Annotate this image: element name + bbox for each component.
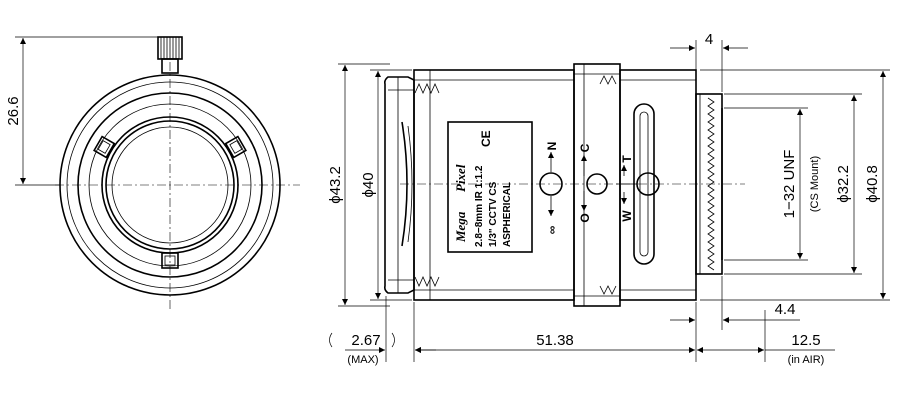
label-spec-1: 2.8−8mm IR 1:1.2 xyxy=(474,165,485,247)
dim-26-6-label: 26.6 xyxy=(5,96,22,125)
front-tab-bottom xyxy=(161,252,179,269)
dim-4-label: 4 xyxy=(705,31,713,48)
dim-12-5-note: (in AIR) xyxy=(788,354,825,366)
dim-unf-label: 1−32 UNF xyxy=(781,150,798,219)
side-view: Mega Pixel 2.8−8mm IR 1:1.2 1/3" CCTV CS… xyxy=(327,31,890,366)
mark-focus-near: N xyxy=(545,142,559,151)
mark-zoom-tele: T xyxy=(620,155,634,163)
dim-unf-note: (CS Mount) xyxy=(809,156,821,212)
zoom-barrel: T W xyxy=(616,69,697,301)
iris-knob xyxy=(586,173,608,195)
front-ring-3 xyxy=(77,92,263,278)
knurl-top xyxy=(414,83,440,94)
front-tab-right xyxy=(224,135,247,159)
dim-2-67-note: (MAX) xyxy=(347,354,378,366)
dim-2-67-paren-close xyxy=(391,332,395,348)
iris-knurl-top xyxy=(599,75,617,85)
barrel-groove xyxy=(401,121,408,247)
front-tab-left xyxy=(93,135,116,159)
label-spec-2: 1/3" CCTV CS xyxy=(488,181,499,247)
front-ring-2 xyxy=(66,81,274,289)
dim-32-2-label: ϕ32.2 xyxy=(835,165,852,203)
label-ce-mark: CE xyxy=(479,130,493,147)
front-ring-4 xyxy=(88,103,252,267)
mark-iris-open: O xyxy=(578,213,592,222)
dim-4-4-label: 4.4 xyxy=(775,301,796,318)
label-spec-3: ASPHERICAL xyxy=(502,182,513,247)
label-brand-1: Mega xyxy=(453,211,468,243)
focus-ring-marks: N ∞ xyxy=(539,142,563,235)
cs-mount xyxy=(695,93,723,275)
front-set-screw-knob xyxy=(157,36,183,74)
mark-focus-inf: ∞ xyxy=(545,226,559,235)
front-lens-inner xyxy=(111,126,229,244)
iris-ring: C O xyxy=(573,63,621,307)
dim-40-8-label: ϕ40.8 xyxy=(864,165,881,203)
dim-51-38-label: 51.38 xyxy=(536,332,574,349)
front-view: 26.6 xyxy=(5,36,300,312)
lens-label-plate: Mega Pixel 2.8−8mm IR 1:1.2 1/3" CCTV CS… xyxy=(447,121,533,253)
front-lens-glass xyxy=(105,120,235,250)
mark-iris-close: C xyxy=(578,143,592,152)
mark-zoom-wide: W xyxy=(620,210,634,222)
label-brand-2: Pixel xyxy=(453,164,468,192)
dim-2-67-label: 2.67 xyxy=(351,332,380,349)
front-rim xyxy=(384,76,415,294)
dim-2-67-paren-open xyxy=(329,332,333,348)
iris-knurl-bottom xyxy=(599,285,617,295)
mount-thread xyxy=(707,97,715,271)
dim-12-5-label: 12.5 xyxy=(791,332,820,349)
dim-43-2-label: ϕ43.2 xyxy=(327,166,344,204)
knurl-bottom xyxy=(414,276,440,287)
focus-knob xyxy=(539,172,563,196)
dim-40-label: ϕ40 xyxy=(360,172,377,197)
